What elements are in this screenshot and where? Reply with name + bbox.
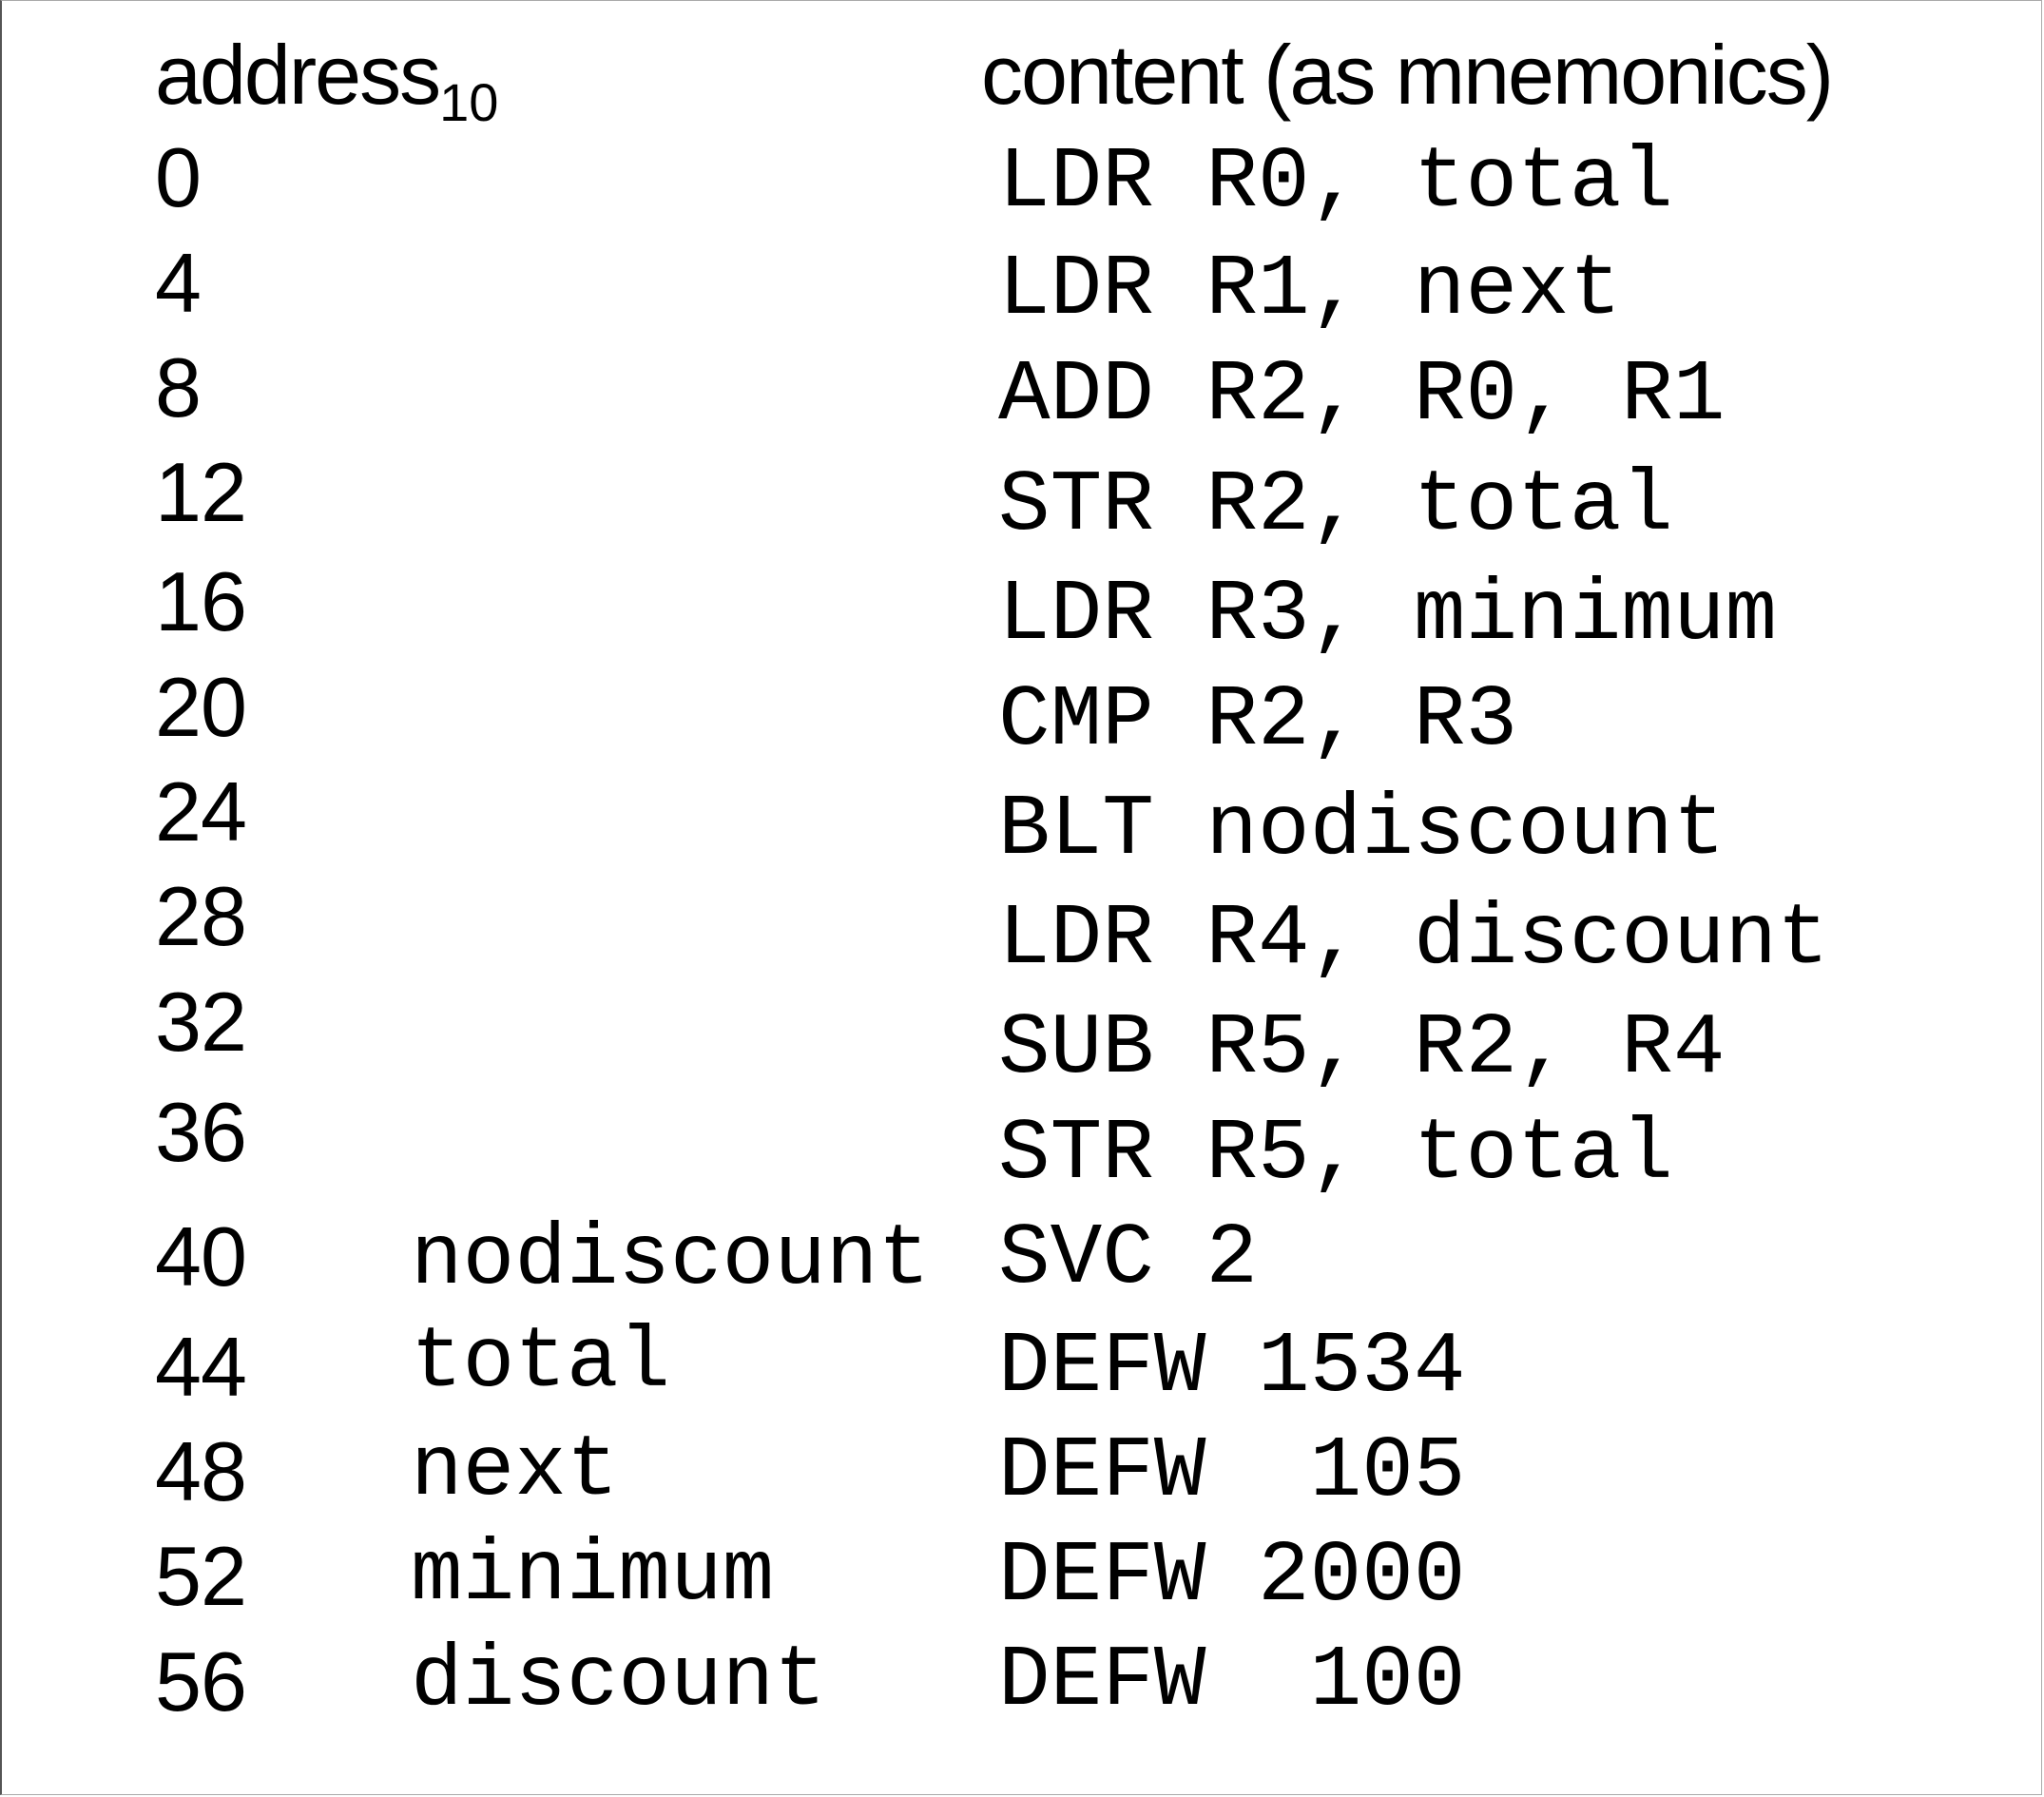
mnemonic-cell: BLT nodiscount <box>998 782 1726 879</box>
address-cell: 24 <box>155 764 247 859</box>
mnemonic-cell: LDR R0, total <box>998 134 1673 232</box>
mnemonic-cell: STR R5, total <box>998 1106 1673 1204</box>
mnemonic-cell: LDR R1, next <box>998 242 1622 339</box>
mnemonic-cell: DEFW 105 <box>998 1423 1466 1521</box>
mnemonic-cell: SVC 2 <box>998 1210 1259 1308</box>
address-cell: 28 <box>155 869 247 963</box>
address-cell: 40 <box>155 1209 247 1304</box>
label-cell: next <box>411 1422 619 1520</box>
mnemonic-cell: LDR R4, discount <box>998 891 1829 989</box>
address-cell: 44 <box>155 1320 247 1414</box>
address-cell: 4 <box>155 236 202 330</box>
content-column-header: content (as mnemonics) <box>981 28 1834 122</box>
address-header-subscript: 10 <box>439 72 499 132</box>
address-cell: 48 <box>155 1424 247 1518</box>
mnemonic-cell: LDR R3, minimum <box>998 567 1778 665</box>
mnemonic-cell: ADD R2, R0, R1 <box>998 347 1726 445</box>
address-cell: 36 <box>155 1085 247 1179</box>
mnemonic-cell: CMP R2, R3 <box>998 672 1518 770</box>
label-cell: nodiscount <box>411 1211 931 1309</box>
address-cell: 20 <box>155 660 247 754</box>
mnemonic-cell: DEFW 2000 <box>998 1528 1466 1626</box>
label-cell: minimum <box>411 1527 775 1625</box>
address-column-header: address10 <box>155 28 498 150</box>
mnemonic-cell: STR R2, total <box>998 457 1673 555</box>
address-cell: 32 <box>155 975 247 1069</box>
mnemonic-cell: DEFW 100 <box>998 1633 1466 1730</box>
address-cell: 52 <box>155 1529 247 1623</box>
address-cell: 8 <box>155 340 202 435</box>
label-cell: discount <box>411 1633 826 1730</box>
address-cell: 12 <box>155 445 247 539</box>
address-cell: 16 <box>155 554 247 648</box>
address-cell: 56 <box>155 1634 247 1729</box>
label-cell: total <box>411 1314 671 1412</box>
address-cell: 0 <box>155 130 202 224</box>
mnemonic-cell: SUB R5, R2, R4 <box>998 1000 1726 1098</box>
mnemonic-cell: DEFW 1534 <box>998 1319 1466 1417</box>
address-header-text: address <box>155 28 441 122</box>
